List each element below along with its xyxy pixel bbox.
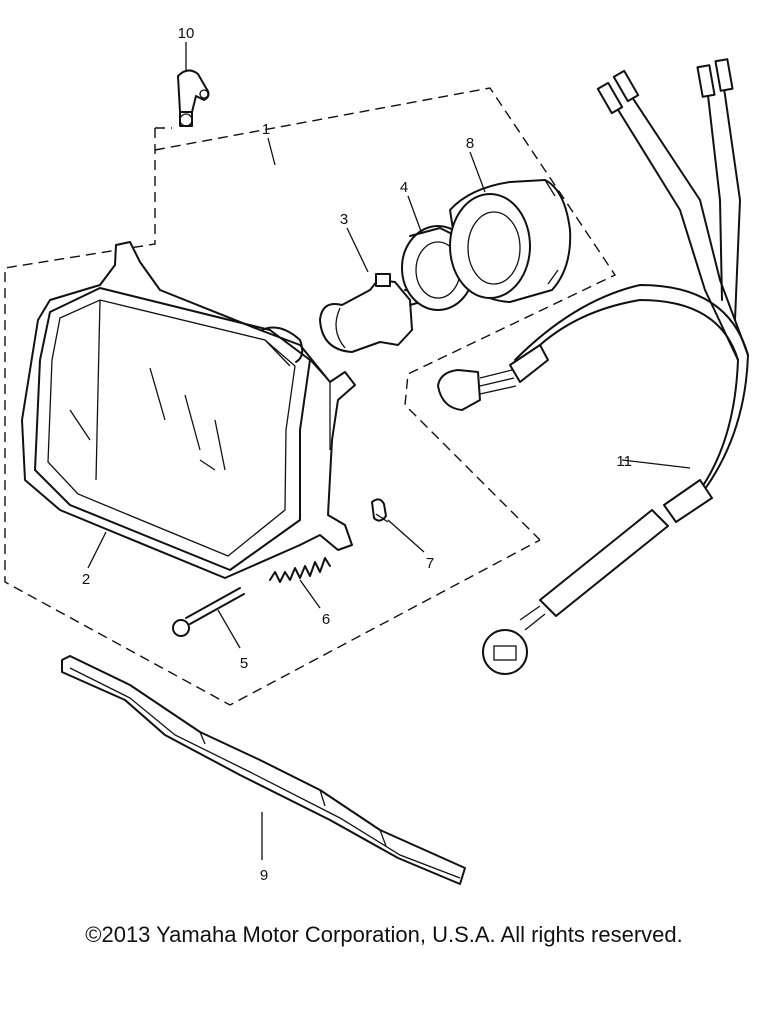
- callout-11: 11: [616, 453, 632, 470]
- part-clamp: [177, 69, 210, 127]
- part-spring: [269, 557, 331, 583]
- leader-lines: [87, 42, 691, 860]
- callout-4: 4: [400, 179, 408, 196]
- callout-6: 6: [322, 611, 330, 628]
- callout-3: 3: [340, 211, 348, 228]
- assembly-boundary: [4, 87, 617, 706]
- callout-2: 2: [82, 571, 90, 588]
- part-wire-harness: [437, 58, 749, 675]
- exploded-parts-diagram: 10 1 3 4 8 2 5 6 7 11 9: [4, 25, 749, 885]
- callout-7: 7: [426, 555, 434, 572]
- part-screw: [172, 587, 245, 637]
- part-headlight-unit: [21, 241, 356, 579]
- part-clip: [371, 498, 389, 523]
- callout-10: 10: [178, 25, 195, 42]
- copyright-notice: ©2013 Yamaha Motor Corporation, U.S.A. A…: [85, 922, 683, 947]
- callout-1: 1: [262, 121, 270, 138]
- callout-8: 8: [466, 135, 474, 152]
- part-bracket: [61, 655, 466, 885]
- part-socket-cover: [449, 179, 572, 303]
- callout-5: 5: [240, 655, 248, 672]
- callout-9: 9: [260, 867, 268, 884]
